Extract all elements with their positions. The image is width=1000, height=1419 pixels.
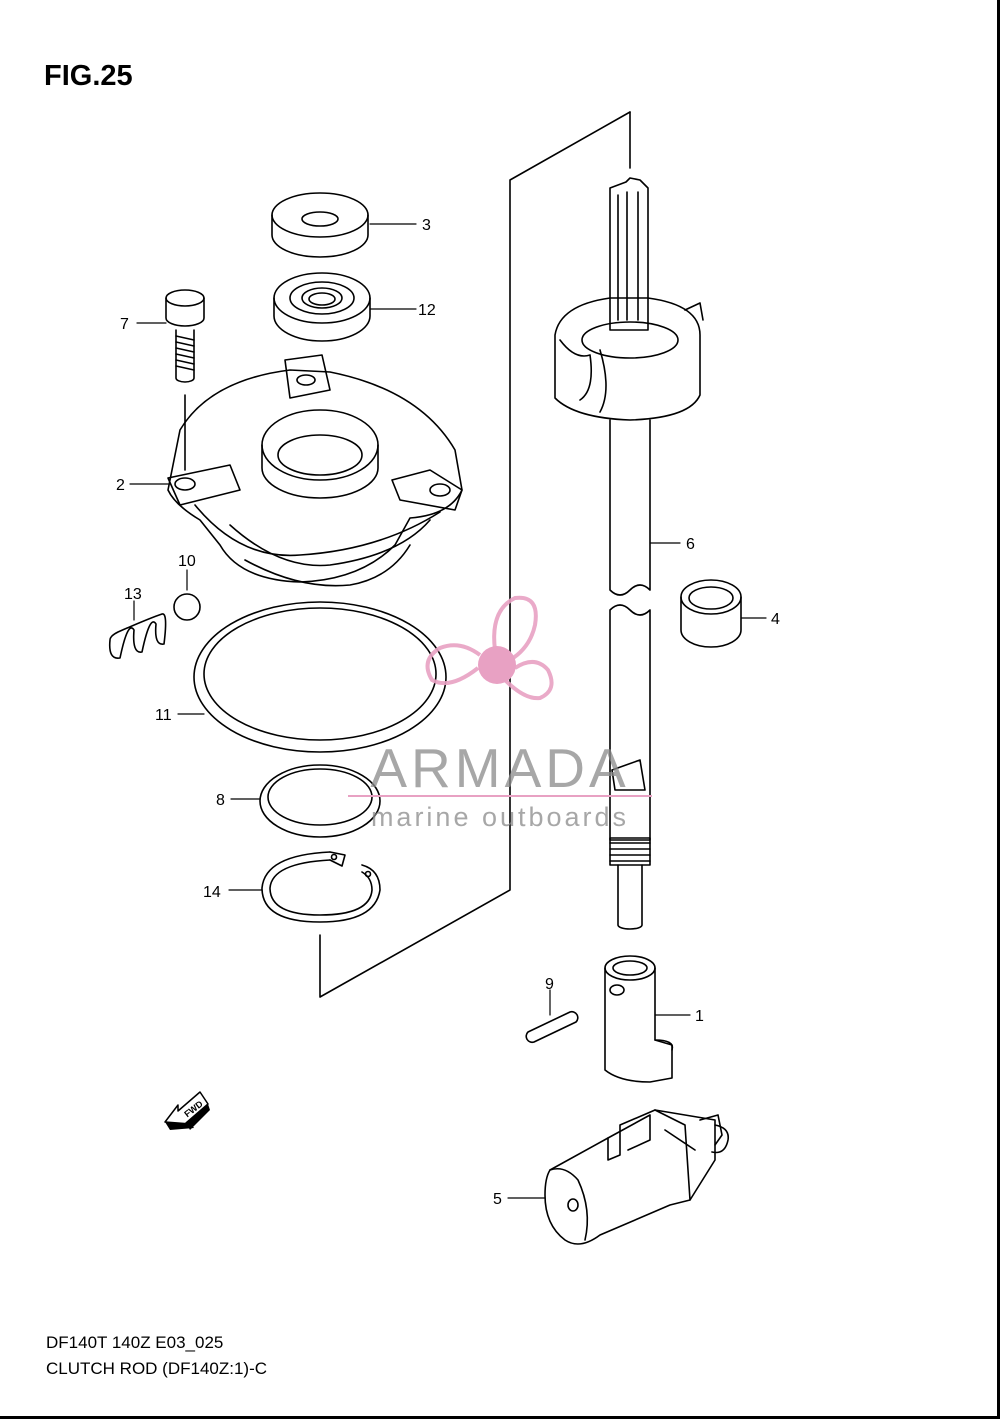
part-6-clutch-rod (554, 177, 704, 930)
propeller-logo-icon (425, 595, 554, 701)
part-8-ring (259, 764, 381, 838)
callout-9: 9 (545, 976, 554, 993)
part-3-washer (271, 192, 369, 258)
figure-code: DF140T 140Z E03_025 (46, 1333, 224, 1352)
callout-8: 8 (216, 792, 225, 809)
part-9-pin (525, 989, 579, 1044)
watermark-tagline: marine outboards (371, 802, 629, 832)
callout-12: 12 (418, 302, 436, 319)
fwd-arrow-icon: FWD (164, 1091, 210, 1130)
part-1-shifter (604, 955, 674, 1083)
callout-2: 2 (116, 477, 125, 494)
assembly-bracket (319, 111, 631, 998)
callout-6: 6 (686, 536, 695, 553)
frame-right-border (997, 0, 1000, 1419)
callout-5: 5 (493, 1191, 502, 1208)
part-2-housing (167, 354, 463, 587)
part-10-ball (173, 593, 201, 621)
watermark-brand: ARMADA (370, 737, 629, 799)
figure-name: CLUTCH ROD (DF140Z:1)-C (46, 1359, 268, 1378)
callout-13: 13 (124, 586, 142, 603)
callout-4: 4 (771, 611, 780, 628)
callout-10: 10 (178, 553, 196, 570)
callout-14: 14 (203, 884, 221, 901)
part-5-dog-clutch (544, 1109, 730, 1245)
callout-7: 7 (120, 316, 129, 333)
callout-3: 3 (422, 217, 431, 234)
part-11-o-ring (193, 601, 447, 753)
part-7-bolt (165, 289, 205, 471)
part-12-oil-seal (273, 272, 371, 342)
watermark: ARMADA marine outboards (348, 595, 652, 832)
part-14-circlip (261, 851, 381, 923)
part-13-spring (108, 600, 167, 659)
figure-title: FIG.25 (44, 60, 133, 92)
callout-11: 11 (155, 707, 172, 724)
part-4-bushing (680, 579, 742, 648)
callout-1: 1 (695, 1008, 704, 1025)
frame-bottom-border (0, 1416, 1000, 1419)
